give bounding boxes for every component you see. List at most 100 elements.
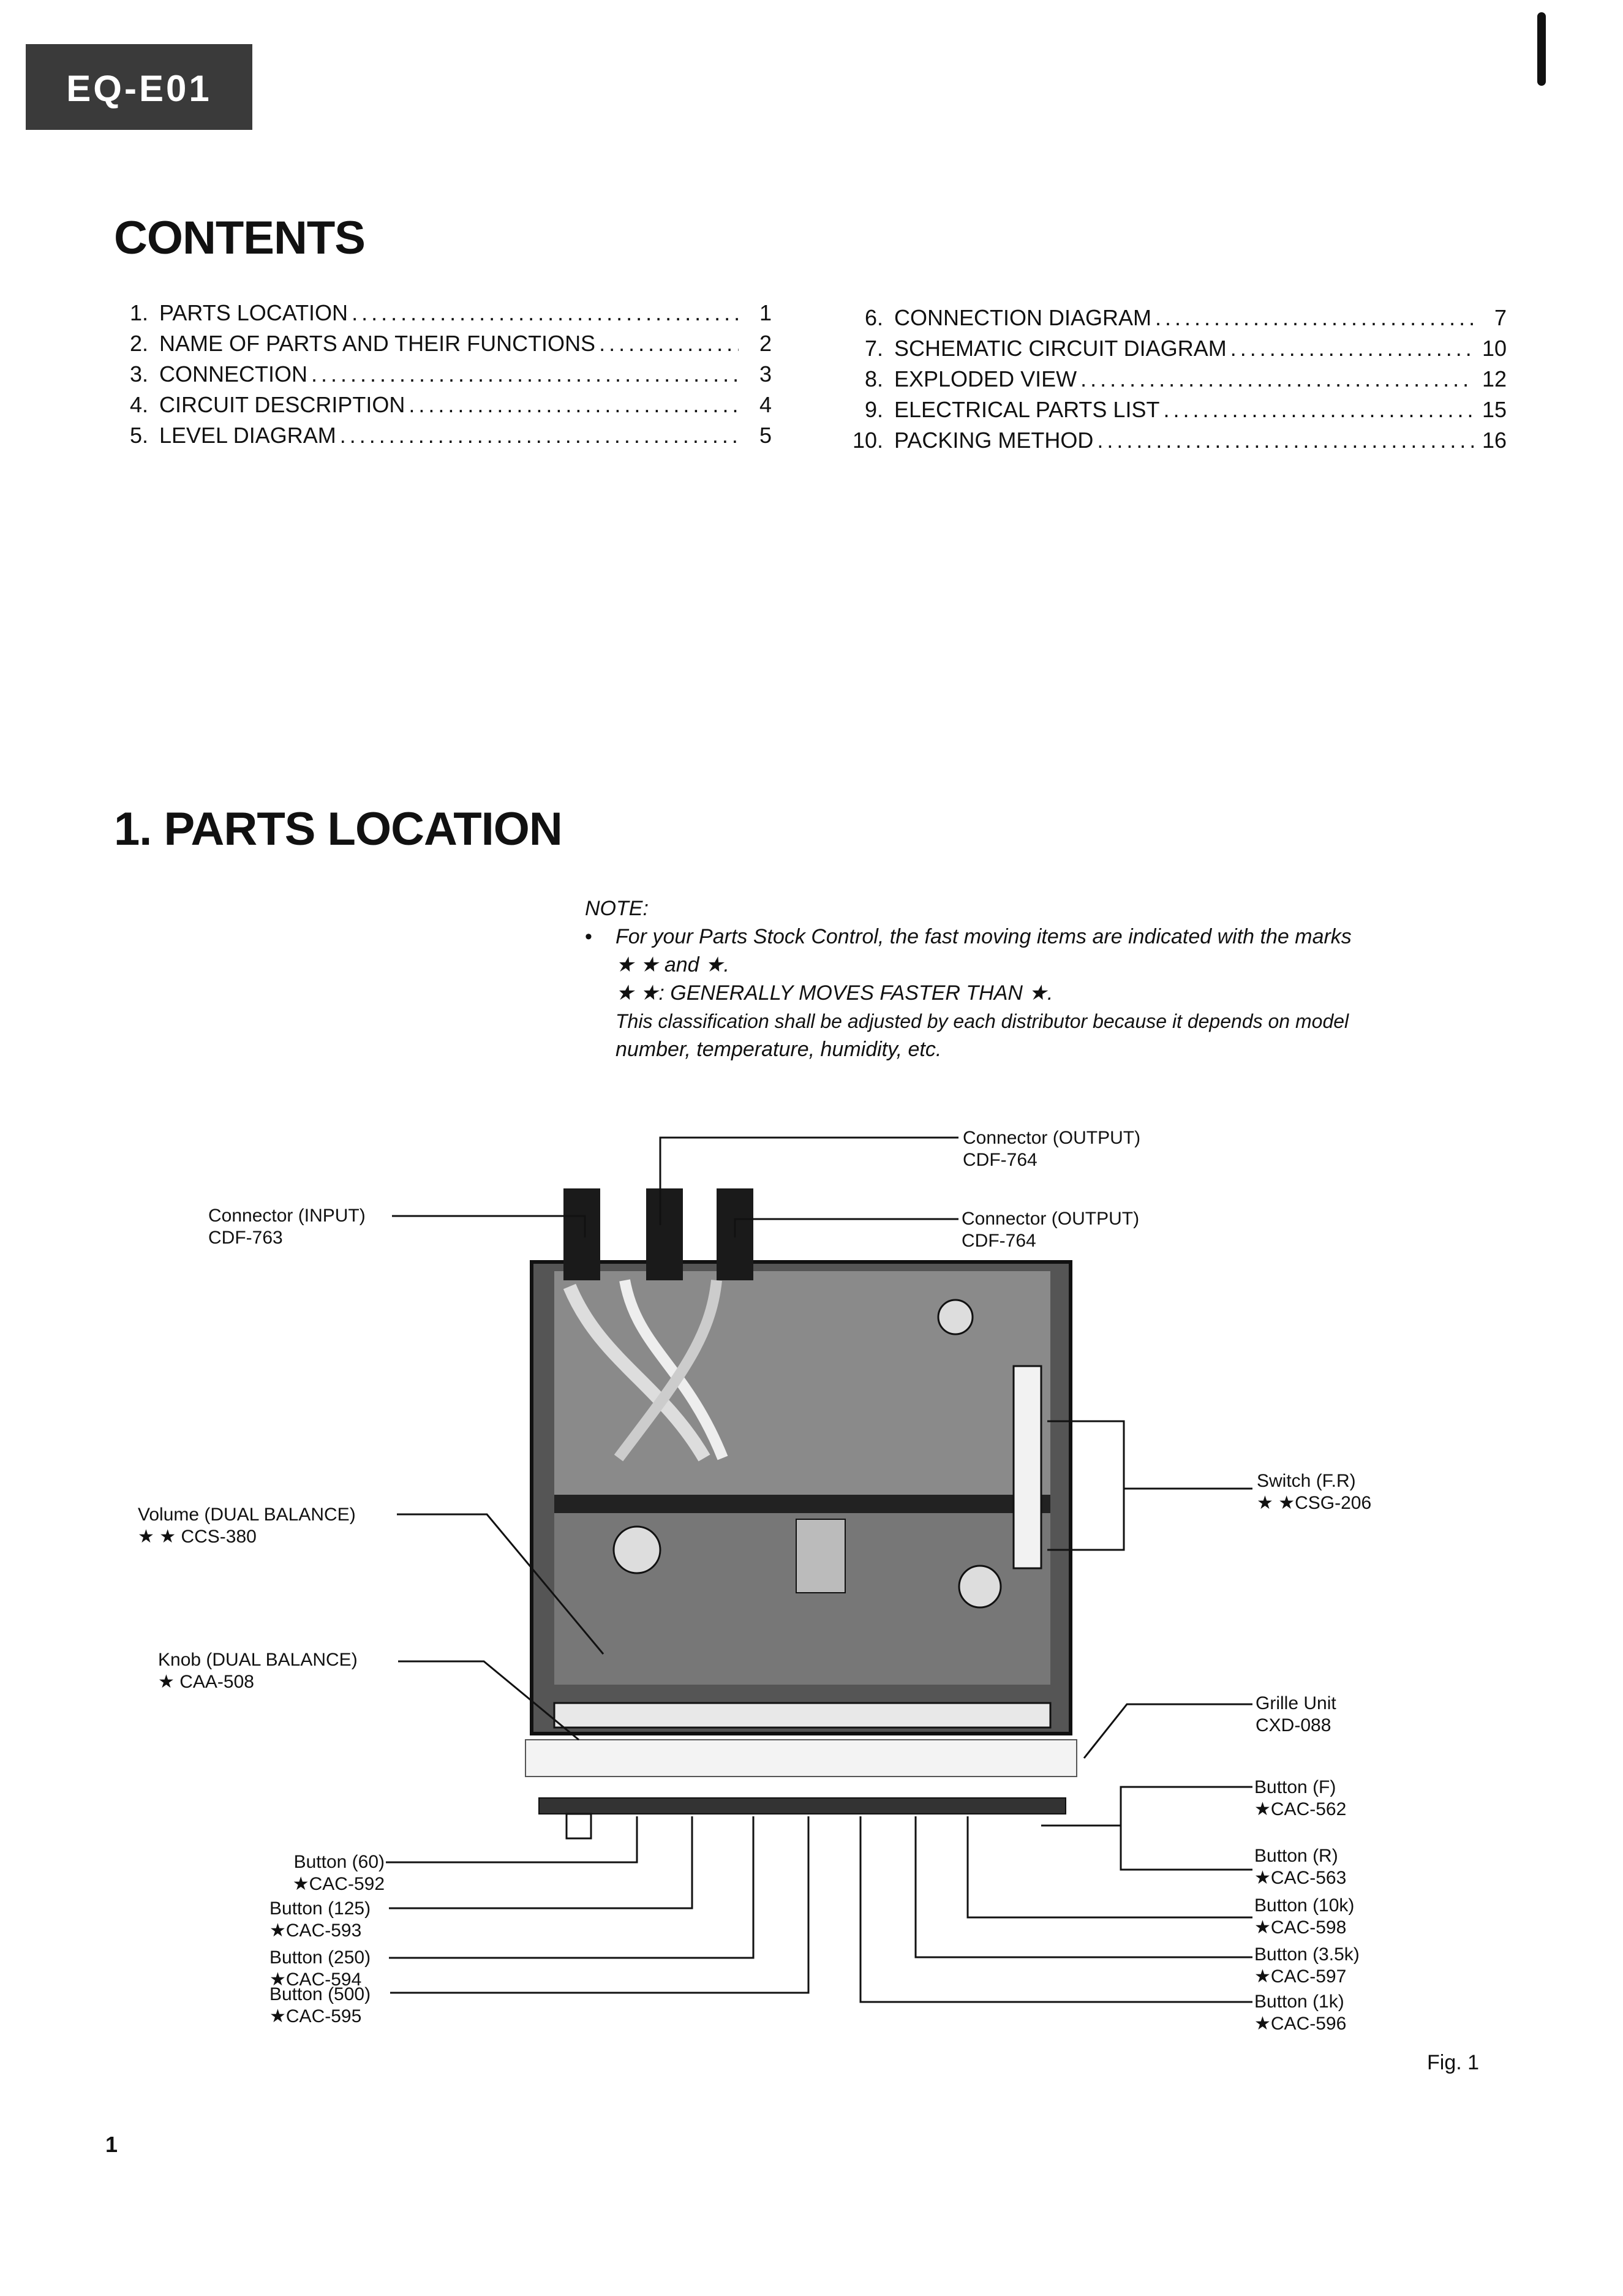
callout-name: Switch (F.R) <box>1257 1471 1356 1491</box>
toc-title: SCHEMATIC CIRCUIT DIAGRAM <box>894 336 1227 361</box>
toc-title: CONNECTION <box>159 361 307 387</box>
toc-number: 3. <box>129 361 148 387</box>
toc-page: 3 <box>759 361 772 387</box>
toc-number: 4. <box>129 392 148 417</box>
callout-button-10k: Button (10k) ★CAC-598 <box>1254 1895 1354 1939</box>
callout-button-500: Button (500) ★CAC-595 <box>269 1984 371 2028</box>
callout-name: Connector (INPUT) <box>208 1206 366 1226</box>
toc-title: ELECTRICAL PARTS LIST <box>894 397 1160 422</box>
callout-part: CDF-763 <box>208 1228 283 1248</box>
callout-button-3-5k: Button (3.5k) ★CAC-597 <box>1254 1944 1360 1988</box>
callout-part: ★CAC-596 <box>1254 2014 1347 2034</box>
callout-button-60: Button (60) ★CAC-592 <box>256 1851 385 1895</box>
callout-name: Button (250) <box>269 1947 371 1968</box>
toc-number: 10. <box>852 428 883 453</box>
callout-part: ★ CAA-508 <box>158 1672 254 1692</box>
toc-number: 2. <box>129 331 148 356</box>
toc-title: PARTS LOCATION <box>159 300 348 325</box>
toc-number: 8. <box>864 366 883 391</box>
toc-title: CIRCUIT DESCRIPTION <box>159 392 405 417</box>
callout-part: ★CAC-562 <box>1254 1799 1347 1819</box>
model-tag: EQ-E01 <box>26 44 252 130</box>
toc-number: 1. <box>129 300 148 325</box>
callout-part: ★CAC-593 <box>269 1920 362 1941</box>
toc-page: 7 <box>1494 305 1507 330</box>
note-line: For your Parts Stock Control, the fast m… <box>616 925 1352 948</box>
toc-item[interactable]: 5. LEVEL DIAGRAM 5 <box>110 423 772 453</box>
toc-item[interactable]: 1. PARTS LOCATION 1 <box>110 300 772 331</box>
contents-heading: CONTENTS <box>114 212 366 264</box>
page-number: 1 <box>105 2132 118 2157</box>
callout-name: Volume (DUAL BALANCE) <box>138 1505 356 1525</box>
callout-name: Connector (OUTPUT) <box>963 1128 1141 1148</box>
toc-number: 7. <box>864 336 883 361</box>
callout-name: Button (500) <box>269 1984 371 2004</box>
callout-button-f: Button (F) ★CAC-562 <box>1254 1777 1346 1821</box>
toc-item[interactable]: 8.EXPLODED VIEW12 <box>845 366 1507 397</box>
figure-label: Fig. 1 <box>1427 2051 1480 2074</box>
callout-button-1k: Button (1k) ★CAC-596 <box>1254 1991 1346 2035</box>
toc-page: 4 <box>759 392 772 417</box>
toc-page: 10 <box>1482 336 1507 361</box>
toc-item[interactable]: 2. NAME OF PARTS AND THEIR FUNCTIONS 2 <box>110 331 772 361</box>
callout-name: Button (F) <box>1254 1777 1336 1797</box>
note-line: number, temperature, humidity, etc. <box>616 1038 942 1061</box>
section-heading: 1. PARTS LOCATION <box>114 803 563 855</box>
callout-part: ★CAC-598 <box>1254 1917 1347 1938</box>
toc-item[interactable]: 10. PACKING METHOD 16 <box>845 428 1507 458</box>
callout-connector-output-mid: Connector (OUTPUT) CDF-764 <box>962 1208 1139 1252</box>
callout-part: ★CAC-563 <box>1254 1868 1347 1888</box>
callout-part: CDF-764 <box>963 1150 1037 1170</box>
toc-page: 12 <box>1482 366 1507 391</box>
note-bullet: • <box>585 925 592 948</box>
toc-right-column: 6.CONNECTION DIAGRAM7 7.SCHEMATIC CIRCUI… <box>845 305 1507 458</box>
callout-name: Connector (OUTPUT) <box>962 1209 1140 1229</box>
callout-connector-input: Connector (INPUT) CDF-763 <box>208 1205 366 1249</box>
callout-part: CDF-764 <box>962 1231 1036 1251</box>
callout-name: Knob (DUAL BALANCE) <box>158 1650 358 1670</box>
callout-button-250: Button (250) ★CAC-594 <box>269 1947 371 1991</box>
toc-title: LEVEL DIAGRAM <box>159 423 336 448</box>
toc-title: PACKING METHOD <box>894 428 1094 453</box>
note-block: NOTE: • For your Parts Stock Control, th… <box>585 894 1540 1063</box>
toc-item[interactable]: 7. SCHEMATIC CIRCUIT DIAGRAM 10 <box>845 336 1507 366</box>
callout-switch: Switch (F.R) ★ ★CSG-206 <box>1257 1470 1371 1514</box>
note-label: NOTE: <box>585 897 649 920</box>
callout-connector-output-top: Connector (OUTPUT) CDF-764 <box>963 1127 1140 1171</box>
callout-volume: Volume (DUAL BALANCE) ★ ★ CCS-380 <box>138 1504 356 1548</box>
toc-item[interactable]: 9.ELECTRICAL PARTS LIST15 <box>845 397 1507 428</box>
callout-part: ★CAC-595 <box>269 2006 362 2026</box>
callout-name: Button (125) <box>269 1898 371 1919</box>
callout-name: Button (1k) <box>1254 1992 1344 2012</box>
toc-number: 5. <box>129 423 148 448</box>
callout-part: ★CAC-592 <box>292 1874 385 1894</box>
toc-left-column: 1. PARTS LOCATION 1 2. NAME OF PARTS AND TH… <box>110 300 772 453</box>
callout-name: Grille Unit <box>1256 1693 1336 1713</box>
note-line: ★ ★: GENERALLY MOVES FASTER THAN ★. <box>616 981 1053 1005</box>
toc-page: 1 <box>759 300 772 325</box>
callout-name: Button (3.5k) <box>1254 1944 1360 1965</box>
toc-title: CONNECTION DIAGRAM <box>894 305 1152 330</box>
callout-part: ★CAC-594 <box>269 1969 362 1990</box>
toc-item[interactable]: 3. CONNECTION 3 <box>110 361 772 392</box>
callout-button-r: Button (R) ★CAC-563 <box>1254 1845 1346 1889</box>
binding-mark <box>1537 12 1546 86</box>
model-name: EQ-E01 <box>66 67 212 109</box>
note-line: ★ ★ and ★. <box>616 953 729 976</box>
callout-part: ★CAC-597 <box>1254 1966 1347 1987</box>
toc-page: 2 <box>759 331 772 356</box>
toc-title: NAME OF PARTS AND THEIR FUNCTIONS <box>159 331 596 356</box>
callout-name: Button (10k) <box>1254 1895 1355 1916</box>
toc-page: 16 <box>1482 428 1507 453</box>
note-line: This classification shall be adjusted by… <box>616 1010 1349 1032</box>
callout-name: Button (60) <box>293 1852 385 1872</box>
callout-part: ★ ★ CCS-380 <box>138 1527 257 1547</box>
callout-knob: Knob (DUAL BALANCE) ★ CAA-508 <box>158 1649 358 1693</box>
callout-name: Button (R) <box>1254 1846 1338 1866</box>
callout-part: ★ ★CSG-206 <box>1257 1493 1372 1513</box>
toc-item[interactable]: 6.CONNECTION DIAGRAM7 <box>845 305 1507 336</box>
toc-number: 9. <box>864 397 883 422</box>
toc-item[interactable]: 4. CIRCUIT DESCRIPTION 4 <box>110 392 772 423</box>
toc-page: 5 <box>759 423 772 448</box>
